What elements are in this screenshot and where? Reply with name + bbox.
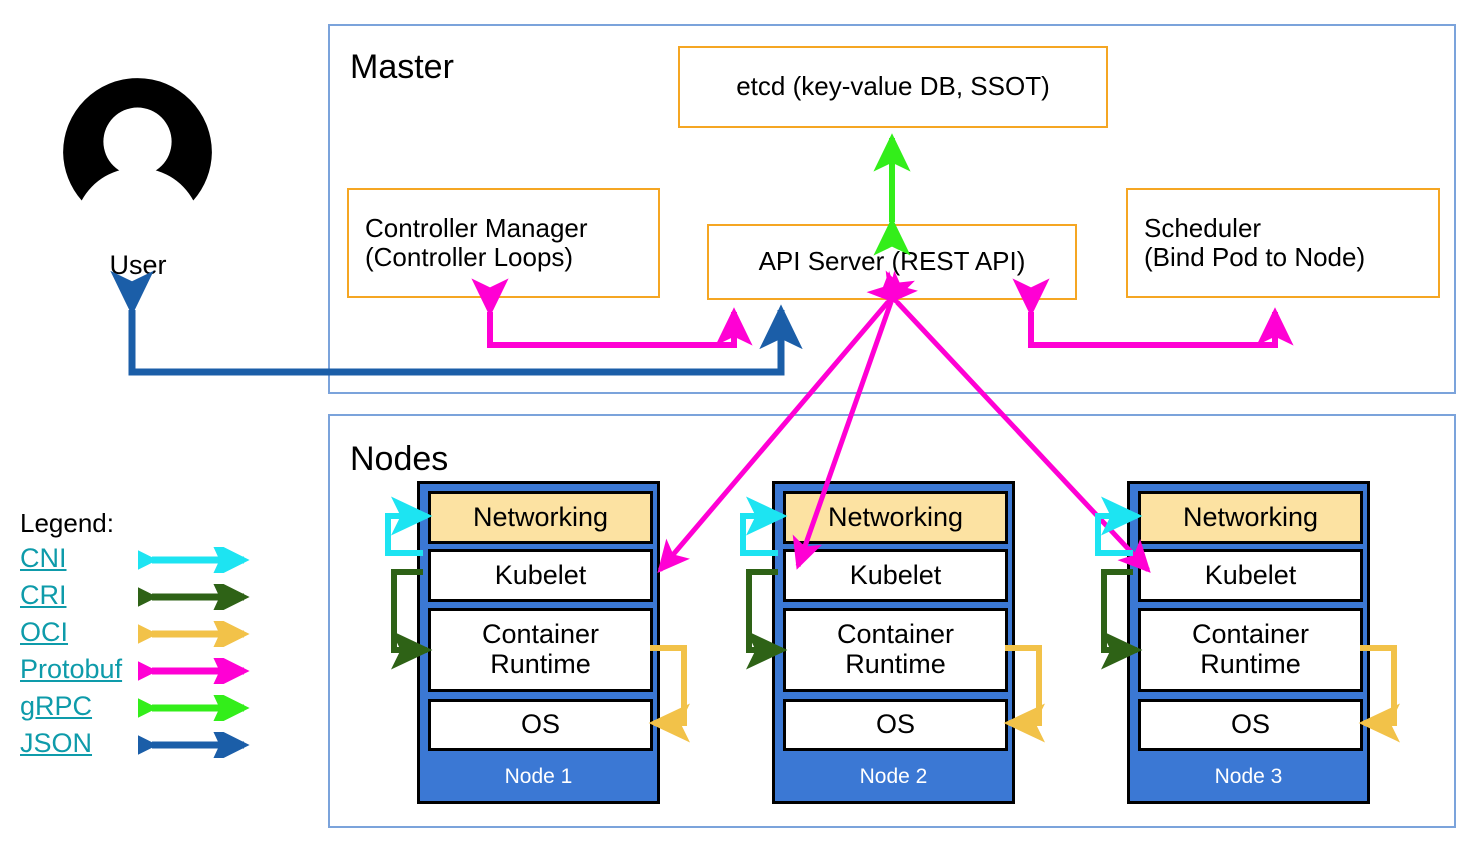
node-3-runtime-line2: Runtime [1200,649,1301,679]
scheduler-label-line1: Scheduler [1144,212,1262,243]
scheduler-box[interactable]: Scheduler (Bind Pod to Node) [1126,188,1440,298]
node-1-container-runtime-label: Container Runtime [481,619,600,679]
api-server-box[interactable]: API Server (REST API) [707,224,1077,300]
controller-manager-label-line2: (Controller Loops) [365,242,574,272]
node-3-os-layer[interactable]: OS [1138,699,1363,751]
legend-label-json[interactable]: JSON [20,728,93,758]
node-3-runtime-line1: Container [1191,619,1310,650]
controller-manager-label: Controller Manager (Controller Loops) [365,212,588,272]
node-1-networking-label: Networking [472,501,609,532]
node-1-kubelet-label: Kubelet [494,559,587,590]
node-1-runtime-line2: Runtime [490,649,591,679]
node-1-os-label: OS [520,709,560,740]
node-3-networking-label: Networking [1182,501,1319,532]
legend-swatch-protobuf [138,658,250,684]
node-2-container-runtime-layer[interactable]: Container Runtime [783,608,1008,692]
node-2-networking-label: Networking [827,501,964,532]
node-2-runtime-line1: Container [836,619,955,650]
legend-label-grpc[interactable]: gRPC [20,691,93,721]
node-1-networking-layer[interactable]: Networking [428,491,653,544]
node-1-os-layer[interactable]: OS [428,699,653,751]
node-2-container-runtime-label: Container Runtime [836,619,955,679]
node-2-runtime-line2: Runtime [845,649,946,679]
etcd-box[interactable]: etcd (key-value DB, SSOT) [678,46,1108,128]
node-3-kubelet-label: Kubelet [1204,559,1297,590]
node-2-name: Node 2 [859,765,928,788]
legend: Legend: CNI CRI [0,508,290,758]
legend-title: Legend: [20,508,114,538]
node-2[interactable]: Networking Kubelet Container Runtime OS … [772,481,1015,804]
legend-swatch-json [138,732,250,758]
node-2-kubelet-label: Kubelet [849,559,942,590]
legend-swatch-cri [138,584,250,610]
node-2-networking-layer[interactable]: Networking [783,491,1008,544]
node-1-runtime-line1: Container [481,619,600,650]
scheduler-label: Scheduler (Bind Pod to Node) [1144,212,1366,272]
node-2-os-label: OS [875,709,915,740]
node-3-os-label: OS [1230,709,1270,740]
node-1-kubelet-layer[interactable]: Kubelet [428,549,653,602]
legend-swatch-oci [138,621,250,647]
api-server-label: API Server (REST API) [758,246,1026,277]
node-2-kubelet-layer[interactable]: Kubelet [783,549,1008,602]
node-3[interactable]: Networking Kubelet Container Runtime OS … [1127,481,1370,804]
node-3-kubelet-layer[interactable]: Kubelet [1138,549,1363,602]
controller-manager-box[interactable]: Controller Manager (Controller Loops) [347,188,660,298]
node-3-networking-layer[interactable]: Networking [1138,491,1363,544]
master-group-title: Master [350,48,454,86]
node-3-container-runtime-layer[interactable]: Container Runtime [1138,608,1363,692]
node-3-name: Node 3 [1214,765,1283,788]
legend-label-oci[interactable]: OCI [20,617,69,647]
user-avatar-icon [63,78,212,201]
nodes-group-title: Nodes [350,440,449,478]
scheduler-label-line2: (Bind Pod to Node) [1144,242,1366,272]
node-3-container-runtime-label: Container Runtime [1191,619,1310,679]
legend-label-cri[interactable]: CRI [20,580,67,610]
node-1-container-runtime-layer[interactable]: Container Runtime [428,608,653,692]
node-2-os-layer[interactable]: OS [783,699,1008,751]
node-1-name: Node 1 [504,765,573,788]
etcd-label: etcd (key-value DB, SSOT) [736,71,1050,102]
legend-label-cni[interactable]: CNI [20,543,67,573]
controller-manager-label-line1: Controller Manager [365,212,588,243]
user-label: User [109,250,167,280]
legend-swatch-cni [138,547,250,573]
legend-swatch-grpc [138,695,250,721]
legend-label-protobuf[interactable]: Protobuf [20,654,123,684]
node-1[interactable]: Networking Kubelet Container Runtime OS … [417,481,660,804]
